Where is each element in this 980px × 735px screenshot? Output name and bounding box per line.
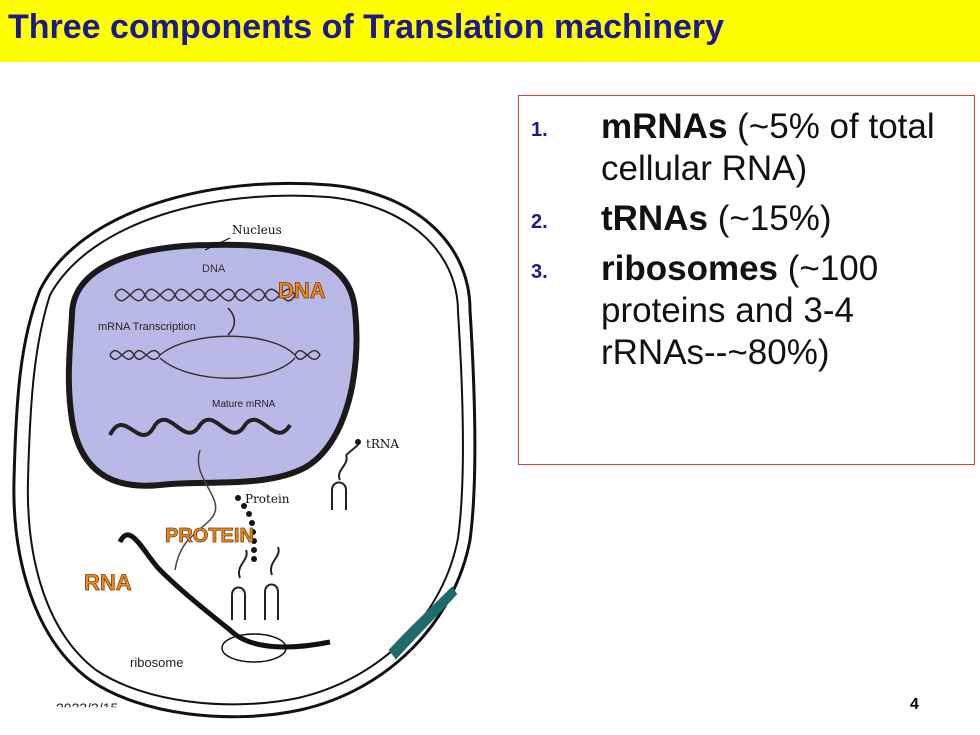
trna-label: tRNA [366, 437, 399, 451]
list-number: 1. [531, 119, 548, 141]
transcription-helix [109, 335, 321, 379]
dna-big-label: DNA [278, 278, 326, 303]
list-term: mRNAs [601, 107, 728, 146]
list-item-ribosomes: 3. ribosomes (~100 proteins and 3-4 rRNA… [519, 248, 974, 374]
list-detail: (~15%) [717, 199, 832, 238]
protein-small-label: Protein [245, 492, 290, 506]
trna-on-ribosome [231, 546, 280, 620]
protein-big-label: PROTEIN [165, 525, 254, 547]
list-item-trnas: 2. tRNAs (~15%) [519, 198, 974, 240]
list-number: 3. [531, 261, 548, 283]
list-detail: (~5% of total cellular RNA) [601, 107, 935, 188]
cell-diagram: Nucleus DNA DNA mRNA Transcription Matur… [12, 181, 477, 719]
trna-dot [355, 439, 361, 445]
rna-big-label: RNA [84, 570, 132, 595]
export-arrow [174, 449, 217, 571]
transcription-arrow [227, 307, 236, 336]
membrane-patch [388, 586, 458, 660]
cell-membrane-outer [12, 181, 477, 719]
footer-date: 2023/3/15 [56, 700, 119, 716]
list-number: 2. [531, 211, 548, 233]
cell-membrane-inner [26, 194, 464, 706]
nucleus-pointer [204, 237, 231, 251]
dna-small-label: DNA [202, 263, 226, 275]
list-term: ribosomes [601, 249, 778, 288]
components-list-box: 1. mRNAs (~5% of total cellular RNA) 2. … [518, 95, 975, 465]
nucleus [65, 241, 360, 489]
list-term: tRNAs [601, 199, 708, 238]
ribosome-shape [221, 633, 287, 663]
page-number: 4 [910, 696, 919, 713]
title-bar: Three components of Translation machiner… [0, 0, 980, 62]
list-item-mrnas: 1. mRNAs (~5% of total cellular RNA) [519, 106, 974, 190]
mature-mrna-label: Mature mRNA [212, 399, 276, 410]
ribosome-label: ribosome [130, 655, 183, 670]
transcription-label: mRNA Transcription [98, 321, 196, 333]
mature-mrna-strand [108, 417, 292, 437]
components-list: 1. mRNAs (~5% of total cellular RNA) 2. … [519, 106, 974, 382]
protein-chain [235, 495, 257, 562]
list-detail: (~100 proteins and 3-4 rRNAs--~80%) [601, 249, 879, 372]
nucleus-label: Nucleus [232, 223, 282, 237]
dna-helix [114, 288, 296, 302]
free-trna [331, 444, 359, 510]
cytoplasm-mrna-strand [117, 532, 331, 650]
slide-title: Three components of Translation machiner… [8, 8, 725, 46]
